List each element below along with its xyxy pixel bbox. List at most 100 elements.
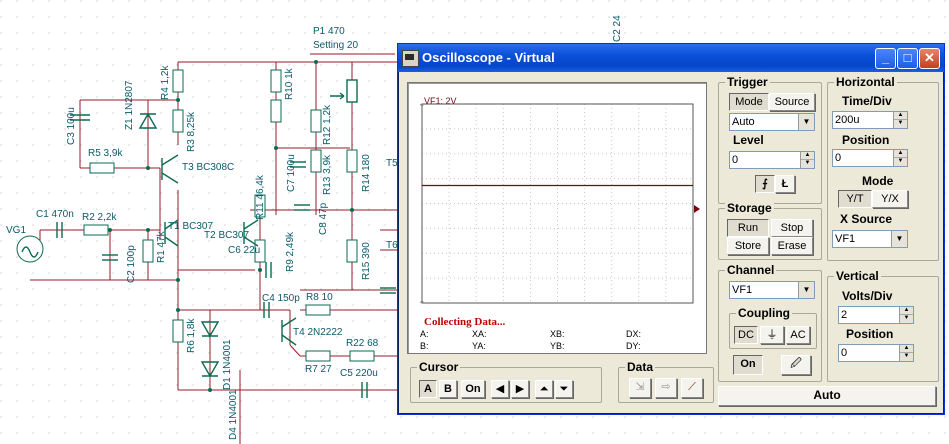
channel-title: Channel — [725, 263, 777, 277]
label-c1: C1 470n — [36, 209, 74, 220]
vertical-title: Vertical — [834, 269, 881, 283]
channel-scale-label: VF1: 2V — [424, 96, 457, 106]
v-position-input[interactable]: 0 ▲▼ — [838, 344, 914, 362]
export-data-icon[interactable]: ⇨ — [655, 378, 677, 398]
label-r15: R15 390 — [361, 242, 372, 280]
data-title: Data — [625, 360, 656, 374]
label-c2: C2 100p — [126, 245, 137, 283]
time-div-spinner[interactable]: ▲▼ — [893, 112, 907, 128]
level-input[interactable]: 0 ▲▼ — [729, 151, 815, 169]
h-position-label: Position — [842, 133, 890, 147]
oscilloscope-window[interactable]: Oscilloscope - Virtual _ □ ✕ VF1: 2V Col… — [397, 43, 945, 415]
probe-icon[interactable]: 🖉 — [781, 355, 811, 375]
storage-panel: Storage Run Stop Store Erase — [718, 201, 822, 260]
channel-select[interactable]: VF1 ▼ — [729, 281, 815, 299]
oscilloscope-icon[interactable] — [402, 50, 419, 67]
channel-on-button[interactable]: On — [733, 355, 763, 375]
label-r8: R8 10 — [306, 292, 333, 303]
cursor-down-icon[interactable]: ⏷ — [555, 380, 573, 398]
trigger-title: Trigger — [725, 75, 770, 89]
label-t4: T4 2N2222 — [293, 327, 343, 338]
cursor-title: Cursor — [417, 360, 461, 374]
x-source-select[interactable]: VF1 ▼ — [832, 230, 908, 248]
volts-div-label: Volts/Div — [842, 289, 893, 303]
channel-value: VF1 — [732, 284, 753, 296]
minimize-button[interactable]: _ — [875, 48, 896, 69]
cursor-panel: Cursor A B On ◀ ▶ ⏶ ⏷ — [410, 360, 602, 403]
h-position-spinner[interactable]: ▲▼ — [893, 150, 907, 166]
label-r14: R14 180 — [361, 154, 372, 192]
level-spinner[interactable]: ▲▼ — [800, 152, 814, 168]
readout-dx: DX: — [626, 329, 642, 339]
readout-yb: YB: — [550, 341, 565, 351]
mode-yx-button[interactable]: Y/X — [872, 190, 908, 208]
time-div-input[interactable]: 200u ▲▼ — [832, 111, 908, 129]
cursor-left-icon[interactable]: ◀ — [491, 380, 509, 398]
trigger-marker-icon[interactable] — [694, 205, 700, 213]
data-panel: Data ⇲ ⇨ ⟋ — [618, 360, 714, 403]
run-button[interactable]: Run — [727, 219, 769, 237]
cursor-right-icon[interactable]: ▶ — [511, 380, 529, 398]
falling-edge-icon[interactable]: Ł — [775, 175, 795, 193]
label-t1: T1 BC307 — [168, 221, 214, 232]
chart-data-icon[interactable]: ⟋ — [681, 378, 703, 398]
volts-div-input[interactable]: 2 ▲▼ — [838, 306, 914, 324]
label-r3: R3 8,25k — [186, 111, 197, 152]
chevron-down-icon[interactable]: ▼ — [798, 114, 814, 130]
coupling-ac-button[interactable]: AC — [786, 326, 810, 344]
erase-button[interactable]: Erase — [771, 237, 813, 255]
cursor-b-button[interactable]: B — [439, 380, 457, 398]
label-r6: R6 1,8k — [186, 318, 197, 353]
v-position-label: Position — [846, 327, 894, 341]
label-r1: R1 47k — [156, 231, 167, 263]
label-t6: T6 — [386, 240, 398, 251]
trigger-mode-button[interactable]: Mode — [729, 93, 769, 111]
label-r5: R5 3,9k — [88, 148, 123, 159]
chevron-down-icon[interactable]: ▼ — [798, 282, 814, 298]
top-marker-icon[interactable] — [420, 104, 424, 108]
label-d4: D4 1N4001 — [228, 389, 239, 440]
title-bar[interactable]: Oscilloscope - Virtual _ □ ✕ — [398, 44, 944, 72]
label-r7: R7 27 — [305, 364, 332, 375]
label-r22: R22 68 — [346, 338, 379, 349]
auto-button[interactable]: Auto — [718, 386, 936, 406]
coupling-gnd-button[interactable]: ⏚ — [760, 326, 784, 344]
trigger-mode-select[interactable]: Auto ▼ — [729, 113, 815, 131]
h-position-input[interactable]: 0 ▲▼ — [832, 149, 908, 167]
rising-edge-icon[interactable]: ⨍ — [755, 175, 775, 193]
label-c5: C5 220u — [340, 368, 378, 379]
import-data-icon[interactable]: ⇲ — [629, 378, 651, 398]
storage-title: Storage — [725, 201, 774, 215]
trigger-source-button[interactable]: Source — [769, 93, 815, 111]
level-value: 0 — [732, 154, 739, 166]
trigger-panel: Trigger Mode Source Auto ▼ Level 0 ▲▼ ⨍ … — [718, 75, 822, 204]
cursor-on-button[interactable]: On — [461, 380, 485, 398]
label-c4: C4 150p — [262, 293, 300, 304]
readout-b: B: — [420, 341, 429, 351]
scope-display[interactable]: VF1: 2V Collecting Data... A: B: XA: YA:… — [407, 82, 707, 354]
label-t2: T2 BC307 — [204, 230, 250, 241]
level-label: Level — [733, 133, 764, 147]
close-button[interactable]: ✕ — [919, 48, 940, 69]
bottom-marker-icon[interactable] — [420, 299, 424, 303]
store-button[interactable]: Store — [727, 237, 769, 255]
chevron-down-icon[interactable]: ▼ — [891, 231, 907, 247]
cursor-up-icon[interactable]: ⏶ — [535, 380, 553, 398]
label-c7: C7 100u — [286, 154, 297, 192]
time-div-value: 200u — [835, 114, 860, 126]
coupling-group: Coupling DC ⏚ AC — [729, 306, 817, 349]
label-r9: R9 2,49k — [285, 231, 296, 272]
label-t3: T3 BC308C — [182, 162, 235, 173]
x-source-value: VF1 — [835, 233, 856, 245]
v-position-spinner[interactable]: ▲▼ — [899, 345, 913, 361]
readout-dy: DY: — [626, 341, 641, 351]
label-c6: C6 22u — [228, 245, 261, 256]
maximize-button[interactable]: □ — [897, 48, 918, 69]
mode-yt-button[interactable]: Y/T — [838, 190, 872, 208]
volts-div-spinner[interactable]: ▲▼ — [899, 307, 913, 323]
coupling-dc-button[interactable]: DC — [734, 326, 758, 344]
stop-button[interactable]: Stop — [771, 219, 813, 237]
cursor-a-button[interactable]: A — [419, 380, 437, 398]
vertical-panel: Vertical Volts/Div 2 ▲▼ Position 0 ▲▼ — [827, 269, 939, 382]
label-r10: R10 1k — [284, 68, 295, 100]
